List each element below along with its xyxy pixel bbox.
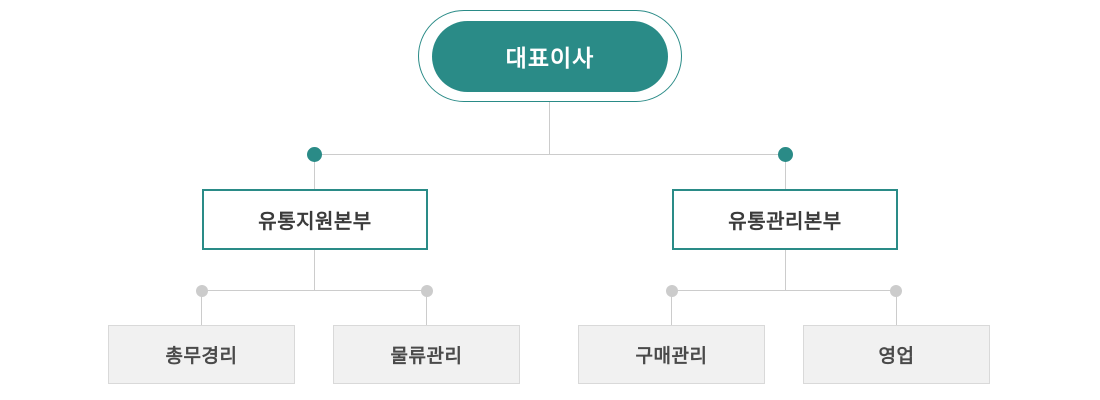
- org-node-ceo-label: 대표이사: [505, 45, 595, 71]
- connector-team1-vertical: [201, 291, 202, 325]
- team-general-affairs-label: 총무경리: [165, 346, 238, 367]
- connector-level2-right-horizontal: [672, 290, 897, 291]
- org-node-team-purchasing: 구매관리: [578, 325, 765, 384]
- junction-dot-gray-3: [666, 285, 678, 297]
- connector-team3-vertical: [671, 291, 672, 325]
- org-node-ceo-ring: 대표이사: [418, 10, 682, 102]
- team-logistics-label: 물류관리: [390, 346, 463, 367]
- connector-division1-down: [314, 250, 315, 291]
- connector-division2-vertical: [785, 155, 786, 189]
- org-node-team-sales: 영업: [803, 325, 990, 384]
- org-node-team-logistics: 물류관리: [333, 325, 520, 384]
- connector-division1-vertical: [314, 155, 315, 189]
- connector-division2-down: [785, 250, 786, 291]
- junction-dot-teal-right: [778, 147, 793, 162]
- connector-team2-vertical: [426, 291, 427, 325]
- connector-root-vertical: [549, 102, 550, 155]
- team-purchasing-label: 구매관리: [635, 346, 708, 367]
- junction-dot-gray-2: [421, 285, 433, 297]
- org-node-team-general-affairs: 총무경리: [108, 325, 295, 384]
- connector-level2-left-horizontal: [202, 290, 427, 291]
- connector-level1-horizontal: [314, 154, 786, 155]
- division-support-label: 유통지원본부: [258, 211, 372, 233]
- junction-dot-teal-left: [307, 147, 322, 162]
- org-node-division-support: 유통지원본부: [202, 189, 428, 250]
- org-node-division-management: 유통관리본부: [672, 189, 898, 250]
- junction-dot-gray-4: [890, 285, 902, 297]
- team-sales-label: 영업: [878, 346, 915, 367]
- division-management-label: 유통관리본부: [728, 211, 842, 233]
- org-node-ceo: 대표이사: [432, 20, 668, 92]
- junction-dot-gray-1: [196, 285, 208, 297]
- connector-team4-vertical: [896, 291, 897, 325]
